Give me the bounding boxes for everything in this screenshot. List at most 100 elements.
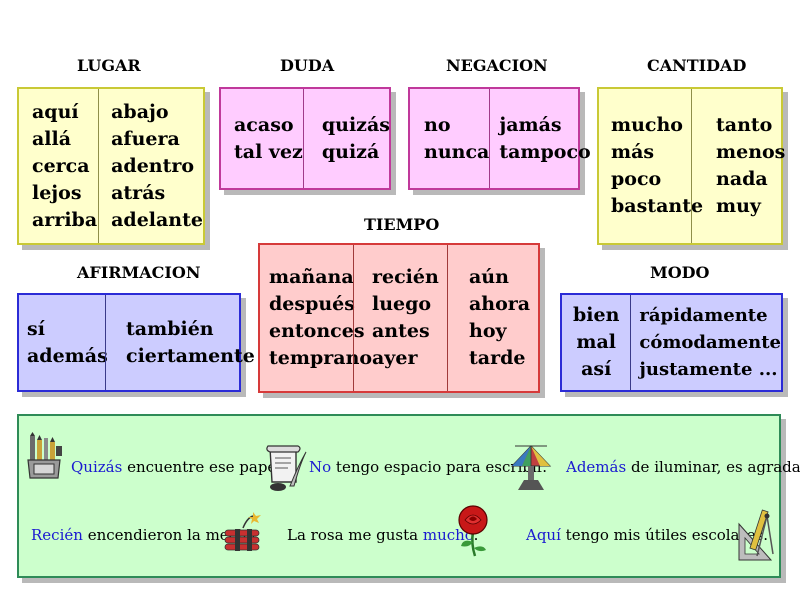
word: afuera [111,127,180,150]
word: aquí [32,100,79,123]
word: entonces [269,320,365,342]
word: tal vez [234,140,303,163]
tiempo-col-3: aún ahora hoy tarde [447,245,538,391]
box-negacion: no nunca jamás tampoco [408,87,591,190]
word: adelante [111,208,203,231]
pencil-cup-icon [27,432,62,479]
example-keyword: Además [566,458,627,476]
word: arriba [32,208,98,231]
word: mañana [269,266,354,288]
example-text: encendieron la mecha. [82,526,261,544]
heading-lugar: LUGAR [77,56,141,75]
example-no: No tengo espacio para escribir. [309,458,547,476]
word: lejos [32,181,82,204]
word: bien [572,304,620,326]
word: muy [716,195,761,217]
word: cómodamente [639,332,781,353]
example-text: tengo espacio para escribir. [331,458,548,476]
word: después [269,293,355,315]
cantidad-col-1: mucho más poco bastante [599,89,704,243]
word: allá [32,127,72,150]
example-keyword: Quizás [71,458,123,476]
word: acaso [234,113,294,136]
word: más [611,141,655,163]
word: tarde [469,347,526,369]
word: nunca [424,140,490,163]
example-text: . [473,526,479,544]
word: luego [372,293,432,315]
word: tampoco [499,140,591,163]
word: tanto [716,114,773,136]
word: mal [576,331,616,353]
box-cantidad: mucho más poco bastante tanto menos nada… [597,87,785,245]
word: además [27,344,108,367]
example-keyword: Recién [31,526,83,544]
example-recien: Recién encendieron la mecha. [31,526,260,544]
word: hoy [469,320,507,342]
lugar-col-2: abajo afuera adentro atrás adelante [98,89,203,243]
box-tiempo: mañana después entonces temprano recién … [258,243,540,393]
word: recién [372,266,439,288]
box-duda: acaso tal vez quizás quizá [219,87,391,190]
tiempo-col-2: recién luego antes ayer [353,245,447,391]
example-text: tengo mis útiles escolares. [560,526,769,544]
word: poco [611,168,662,190]
box-lugar: aquí allá cerca lejos arriba abajo afuer… [17,87,205,245]
word: nada [716,168,768,190]
afirmacion-col-1: sí además [19,295,108,390]
word: mucho [611,114,683,136]
word: jamás [499,113,562,136]
example-keyword: mucho [422,526,474,544]
word: quizás [321,113,390,136]
word: ciertamente [126,344,255,367]
word: adentro [111,154,195,177]
rose-icon [458,505,488,557]
example-ademas: Además de iluminar, es agradable. [566,458,800,476]
word: abajo [111,100,169,123]
tiempo-col-1: mañana después entonces temprano [260,245,373,391]
quill-scroll-icon [266,445,307,491]
word: cerca [32,154,90,177]
heading-tiempo: TIEMPO [364,215,440,234]
example-keyword: No [309,458,332,476]
word: rápidamente [639,305,768,326]
example-keyword: Aquí [526,526,561,544]
lugar-col-1: aquí allá cerca lejos arriba [19,89,98,243]
box-afirmacion: sí además también ciertamente [17,293,255,392]
negacion-col-1: no nunca [410,89,489,188]
word: ayer [372,347,418,369]
example-aqui: Aquí tengo mis útiles escolares. [526,526,768,544]
examples-panel: Quizás encuentre ese papel. No tengo esp… [17,414,800,578]
modo-col-1: bien mal así [562,295,630,390]
word: temprano [269,347,373,369]
box-modo: bien mal así rápidamente cómodamente jus… [560,293,783,392]
word: también [126,317,214,340]
word: no [424,113,451,136]
cantidad-col-2: tanto menos nada muy [691,89,785,243]
word: antes [372,320,430,342]
heading-afirmacion: AFIRMACION [77,263,201,282]
example-text: encuentre ese papel. [122,458,286,476]
heading-duda: DUDA [280,56,335,75]
heading-negacion: NEGACION [446,56,548,75]
word: sí [27,317,45,340]
heading-modo: MODO [650,263,710,282]
afirmacion-col-2: también ciertamente [105,295,255,390]
example-quizas: Quizás encuentre ese papel. [71,458,286,476]
example-text: de iluminar, es agradable. [630,458,800,476]
duda-col-2: quizás quizá [302,89,390,188]
dynamite-icon [224,512,261,551]
heading-cantidad: CANTIDAD [647,56,747,75]
modo-col-2: rápidamente cómodamente justamente ... [630,295,781,390]
word: menos [716,141,786,163]
word: aún [469,266,509,288]
word: justamente ... [639,359,778,380]
word: bastante [611,195,704,217]
word: quizá [321,140,380,163]
example-text: La rosa me gusta [287,526,423,544]
word: ahora [469,293,531,315]
word: atrás [111,181,166,204]
lamp-icon [510,445,552,490]
word: así [581,358,612,380]
negacion-col-2: jamás tampoco [489,89,591,188]
